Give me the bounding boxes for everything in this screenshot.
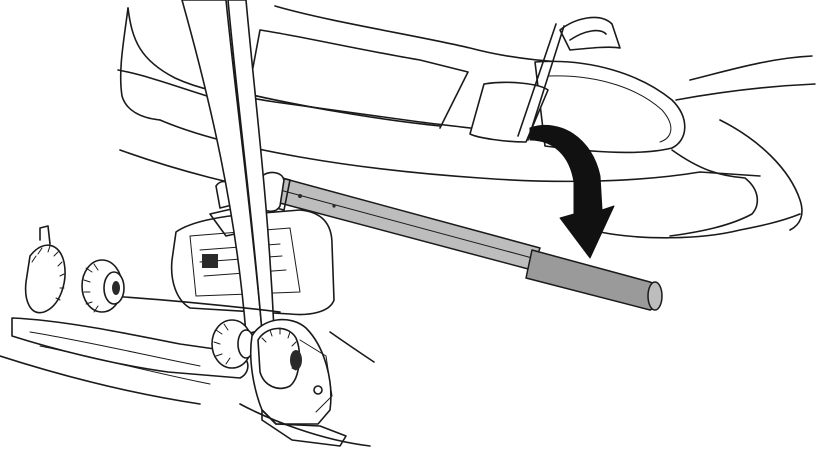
- claw-dial-ridges: [261, 327, 299, 371]
- arm-hole-1: [298, 194, 302, 198]
- left-clamp-assembly: [24, 225, 125, 314]
- curved-arrow-down-icon: [529, 124, 615, 259]
- carrier-arm: [259, 171, 663, 311]
- strap-left-edge: [517, 23, 557, 137]
- left-clamp-teeth: [31, 245, 65, 301]
- trunk-lid-upper: [274, 5, 561, 63]
- rail-far-line: [109, 295, 281, 313]
- claw-ground: [239, 403, 371, 447]
- rail-stripe: [29, 331, 201, 367]
- license-plate-recess: [469, 81, 549, 143]
- lower-knob: [211, 319, 255, 369]
- rail-stripe-2: [39, 345, 211, 385]
- trunk-lid-lower-edge: [247, 93, 441, 127]
- bumper-underside: [599, 213, 801, 239]
- arm-edge-line: [279, 189, 537, 260]
- car-body: [117, 5, 816, 239]
- lower-rail: [0, 295, 281, 405]
- arm-hole-2: [332, 204, 336, 208]
- tail-light-inner: [547, 75, 672, 143]
- claw-screw: [313, 385, 323, 395]
- strap-right-edge: [527, 25, 565, 141]
- arm-end-cap: [647, 281, 663, 311]
- claw-right-rail: [329, 331, 375, 363]
- claw-plate: [299, 339, 333, 413]
- tail-light: [534, 60, 686, 154]
- trunk-panel: [247, 29, 469, 129]
- bumper-side: [669, 149, 759, 237]
- mount-slot: [202, 254, 218, 268]
- rail-ground-line: [0, 355, 201, 405]
- body-left-edge: [119, 7, 161, 121]
- claw-dial-hub: [290, 350, 302, 370]
- fender-contour: [675, 83, 816, 101]
- rear-pillar-detail: [569, 29, 607, 41]
- arm-tip-section: [525, 249, 660, 311]
- left-clamp-stem: [39, 225, 51, 245]
- knob-icon: [81, 259, 125, 313]
- rear-pillar: [559, 16, 621, 51]
- fender-lower: [719, 119, 803, 231]
- left-clamp-disc: [24, 244, 66, 314]
- fender-top: [689, 55, 813, 81]
- frame-holder-claw: [239, 318, 375, 447]
